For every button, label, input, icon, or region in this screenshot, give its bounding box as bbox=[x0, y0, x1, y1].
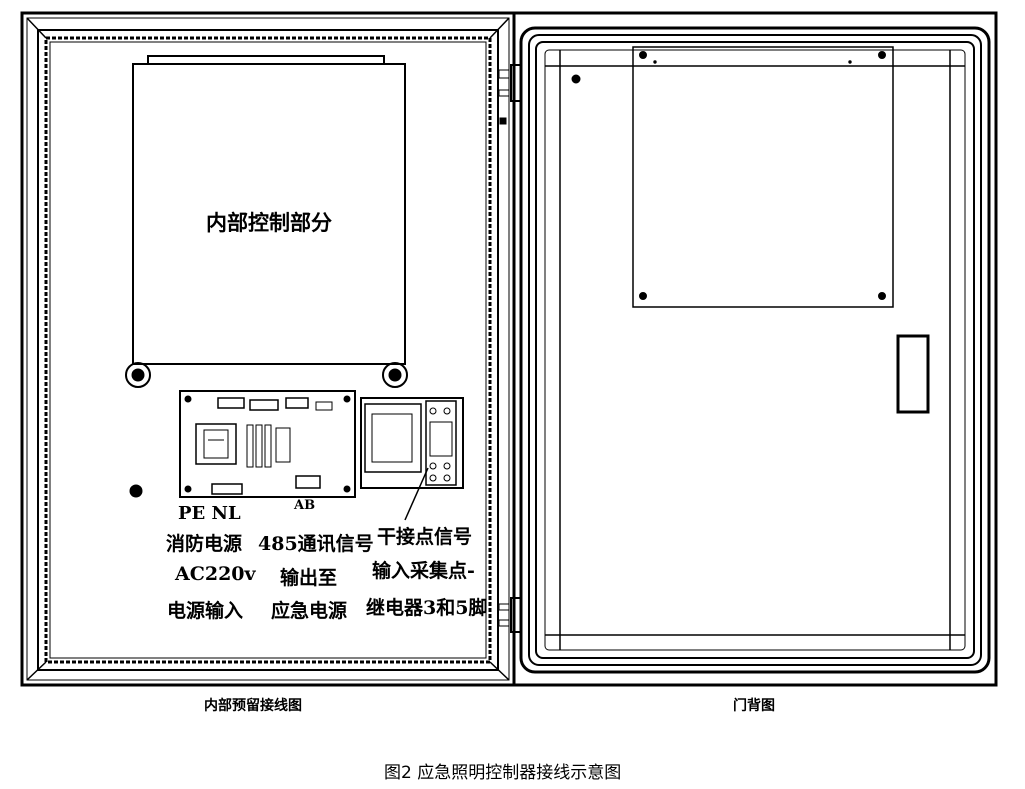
internal-control-label: 内部控制部分 bbox=[206, 210, 332, 235]
door-view-title: 门背图 bbox=[733, 698, 775, 714]
input-collect-label: 输入采集点- bbox=[372, 560, 475, 582]
dry-contact-label: 干接点信号 bbox=[377, 526, 473, 548]
relay-block bbox=[360, 397, 464, 489]
relay-leader-line bbox=[404, 467, 429, 521]
internal-control-module bbox=[125, 55, 408, 388]
relay-pins-label: 继电器3和5脚 bbox=[366, 597, 488, 619]
terminal-board bbox=[179, 390, 356, 498]
output-to-label: 输出至 bbox=[280, 567, 338, 589]
fire-power-label: 消防电源 bbox=[166, 533, 243, 555]
pe-nl-label: PE NL bbox=[178, 503, 241, 524]
ab-label: AB bbox=[294, 498, 316, 513]
figure-caption: 图2 应急照明控制器接线示意图 bbox=[384, 763, 622, 783]
door-panel bbox=[512, 11, 998, 687]
rs485-label: 485通讯信号 bbox=[258, 533, 374, 555]
cabinet-bolt bbox=[129, 484, 143, 498]
ac220-label: AC220v bbox=[175, 563, 256, 585]
internal-cabinet bbox=[20, 11, 516, 687]
internal-view-title: 内部预留接线图 bbox=[204, 698, 302, 714]
power-input-label: 电源输入 bbox=[167, 600, 244, 622]
hinge-bottom bbox=[498, 597, 522, 633]
emergency-power-label: 应急电源 bbox=[271, 600, 348, 622]
hinge-top bbox=[498, 64, 522, 125]
